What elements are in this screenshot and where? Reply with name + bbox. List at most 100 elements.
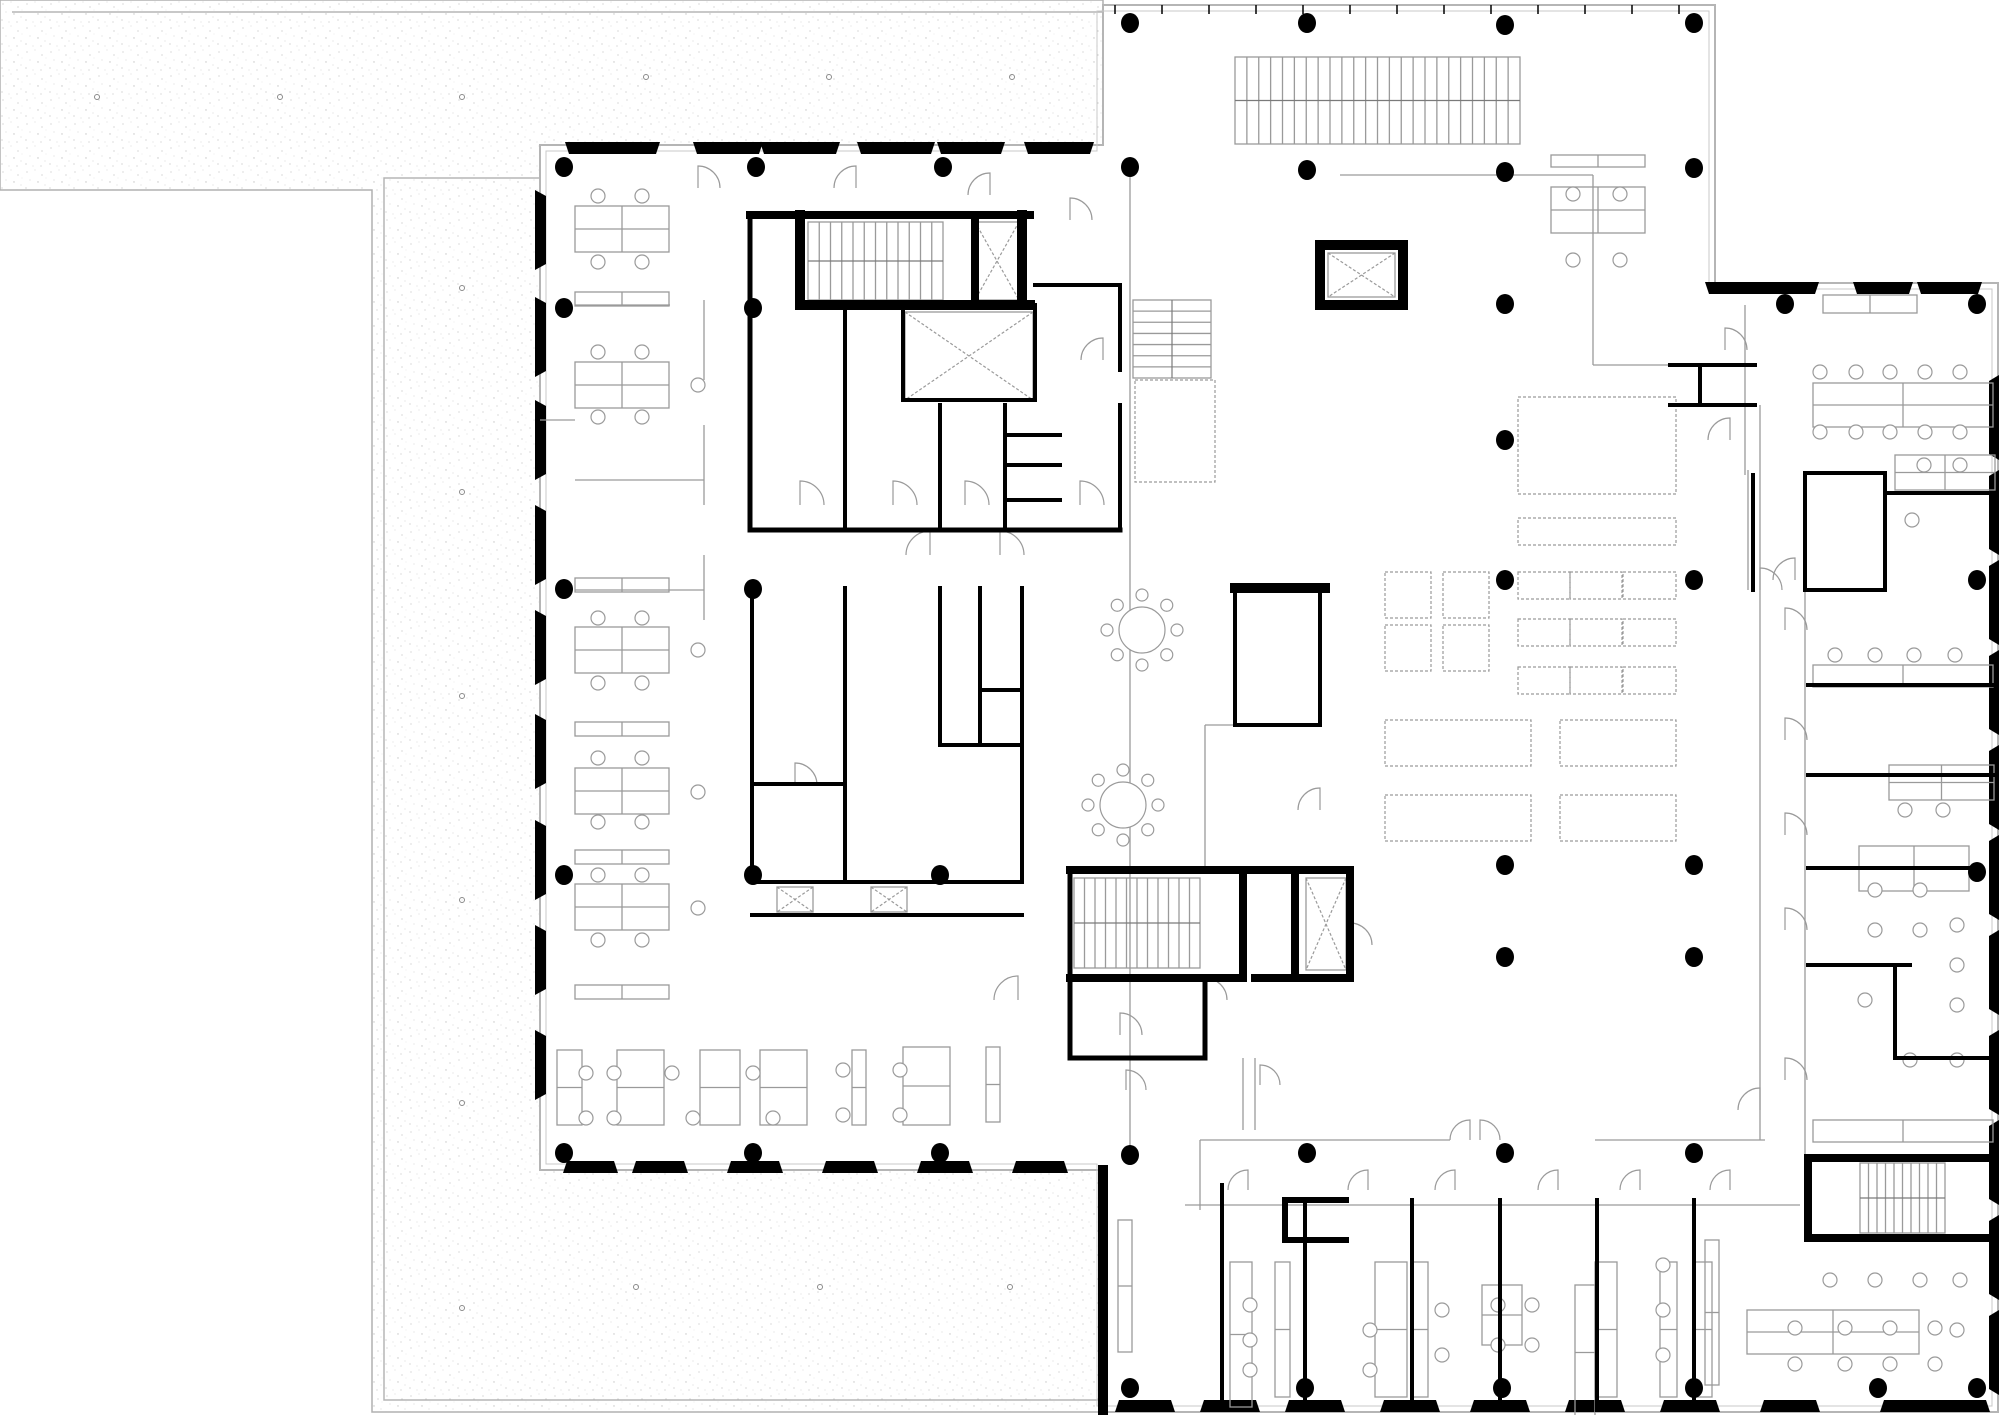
column	[1493, 1378, 1511, 1398]
chair-icon	[1822, 1272, 1838, 1288]
facade-panel	[760, 142, 840, 154]
desk	[851, 1049, 867, 1126]
chair-icon	[835, 1107, 851, 1123]
chair-icon	[590, 610, 606, 626]
chair-icon	[590, 814, 606, 830]
dashed-zone	[1517, 666, 1571, 695]
dashed-zone	[1517, 396, 1677, 495]
chair-icon	[1917, 424, 1933, 440]
dashed-zone	[1622, 571, 1677, 600]
chair-icon	[1160, 598, 1174, 612]
chair-icon	[1935, 802, 1951, 818]
door-swing-icon	[1772, 557, 1796, 581]
chair-icon	[1141, 773, 1155, 787]
column	[1496, 430, 1514, 450]
facade-panel	[1880, 1400, 1990, 1412]
column	[744, 298, 762, 318]
facade-panel	[1760, 1400, 1820, 1412]
column	[1968, 1378, 1986, 1398]
facade-panel	[535, 1030, 546, 1100]
desk	[1822, 294, 1918, 314]
chair-icon	[578, 1110, 594, 1126]
chair-icon	[634, 610, 650, 626]
desk	[1117, 1219, 1133, 1353]
facade-panel	[1024, 142, 1094, 154]
facade-panel	[1989, 1030, 1999, 1115]
column	[1685, 855, 1703, 875]
facade-panel	[1989, 1120, 1999, 1205]
desk	[1550, 186, 1646, 234]
chair-icon	[634, 409, 650, 425]
facade-panel	[632, 1161, 688, 1173]
dashed-zone	[1442, 624, 1490, 672]
chair-icon	[634, 814, 650, 830]
chair-icon	[1362, 1362, 1378, 1378]
door-swing-icon	[1080, 337, 1104, 361]
drain-icon	[633, 1284, 639, 1290]
column	[1869, 1378, 1887, 1398]
chair-icon	[1912, 922, 1928, 938]
column	[934, 157, 952, 177]
dashed-zone	[1384, 571, 1432, 619]
desk	[556, 1049, 583, 1126]
facade-panel	[1115, 1400, 1175, 1412]
column	[1685, 1378, 1703, 1398]
chair-icon	[1848, 364, 1864, 380]
column	[1296, 1378, 1314, 1398]
chair-icon	[1787, 1356, 1803, 1372]
chair-icon	[1904, 512, 1920, 528]
chair-icon	[1524, 1297, 1540, 1313]
facade-panel	[535, 400, 546, 480]
desk	[616, 1049, 665, 1126]
chair-icon	[1812, 364, 1828, 380]
dashed-zone	[1622, 666, 1677, 695]
dashed-zone	[1569, 618, 1623, 647]
facade-panel	[1989, 650, 1999, 735]
door-swing-icon	[794, 762, 818, 786]
stair	[1132, 299, 1212, 379]
drain-icon	[826, 74, 832, 80]
chair-icon	[634, 344, 650, 360]
facade-panel	[857, 142, 935, 154]
door-swing-icon	[1709, 1169, 1731, 1191]
door-swing-icon	[1449, 1119, 1471, 1141]
facade-panel	[1989, 470, 1999, 555]
dashed-zone	[1517, 618, 1571, 647]
facade-panel	[535, 297, 546, 377]
chair-icon	[1091, 823, 1105, 837]
chair-icon	[1867, 1272, 1883, 1288]
desk	[574, 577, 670, 593]
round-table	[1081, 763, 1165, 847]
elevator-shaft	[870, 886, 908, 913]
door-swing-icon	[1259, 1064, 1281, 1086]
column	[1685, 13, 1703, 33]
chair-icon	[1812, 424, 1828, 440]
chair-icon	[1434, 1347, 1450, 1363]
facade-panel	[937, 142, 1005, 154]
chair-icon	[634, 932, 650, 948]
desk	[1704, 1239, 1720, 1386]
drain-icon	[817, 1284, 823, 1290]
chair-icon	[1917, 364, 1933, 380]
column	[555, 579, 573, 599]
desk	[1274, 1261, 1291, 1398]
door-swing-icon	[1707, 417, 1731, 441]
column	[1968, 570, 1986, 590]
door-swing-icon	[1784, 907, 1808, 931]
chair-icon	[1837, 1320, 1853, 1336]
elevator-shaft	[776, 886, 814, 913]
chair-icon	[590, 932, 606, 948]
chair-icon	[1949, 917, 1965, 933]
chair-icon	[690, 377, 706, 393]
facade-panel	[535, 925, 546, 995]
chair-icon	[1135, 658, 1149, 672]
drain-icon	[94, 94, 100, 100]
facade-panel	[917, 1161, 973, 1173]
chair-icon	[1655, 1302, 1671, 1318]
chair-icon	[1927, 1320, 1943, 1336]
chair-icon	[745, 1065, 761, 1081]
stairs	[807, 56, 1946, 1234]
column	[555, 1143, 573, 1163]
chair-icon	[1655, 1257, 1671, 1273]
facade-panel	[1012, 1161, 1068, 1173]
